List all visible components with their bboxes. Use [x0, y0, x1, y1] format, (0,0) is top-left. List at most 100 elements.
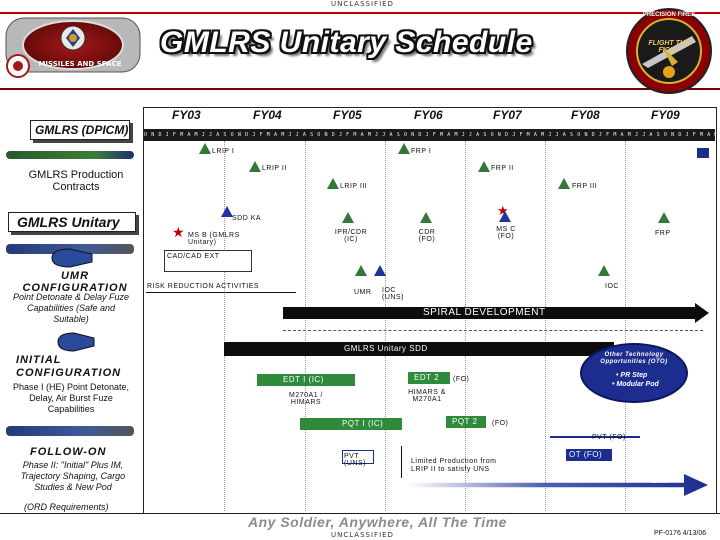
pqt2-fo-label: (FO)	[492, 420, 509, 427]
cad-label: CAD/CAD EXT	[167, 253, 220, 260]
month-row: O N D J F M A M J J A S O N D J F M A M …	[144, 129, 715, 141]
footer-rule	[0, 513, 720, 514]
umr-description: Point Detonate & Delay Fuze Capabilities…	[12, 292, 130, 324]
initial-munition-image	[54, 330, 98, 354]
umr-title: UMR CONFIGURATION	[22, 270, 128, 294]
ot-fo-bar: OT (FO)	[566, 449, 612, 461]
year-gridline	[305, 141, 306, 511]
logo-right-text-2: FLIGHT THE FIGHT	[648, 40, 690, 54]
lrip2-label: LRIP II	[262, 165, 287, 172]
milestone-cdr-marker	[420, 212, 432, 223]
cad-box: CAD/CAD EXT	[164, 250, 252, 272]
dpicm-label: GMLRS (DPICM)	[35, 123, 129, 137]
milestone-frp1-marker	[398, 143, 410, 154]
ioc-uns-label: IOC (UNS)	[382, 287, 404, 302]
year-gridline	[625, 141, 626, 511]
milestone-frp3-marker	[558, 178, 570, 189]
logo-right-text: PRECISION FIRES	[642, 12, 696, 18]
spiral-dashed-line	[283, 330, 703, 331]
sdd-ka-label: SDD KA	[232, 215, 262, 222]
fy-label: FY09	[651, 108, 680, 122]
ipr-label: IPR/CDR (IC)	[334, 229, 368, 244]
fy-label: FY08	[571, 108, 600, 122]
document-id: PF-0176 4/13/06	[654, 530, 707, 537]
lrip-arrow-label: LRIP	[652, 476, 672, 485]
pvt-uns-box	[342, 450, 374, 464]
lrip1-label: LRIP I	[212, 148, 235, 155]
lrip3-label: LRIP III	[340, 183, 368, 190]
unitary-box: GMLRS Unitary	[8, 212, 136, 232]
pqt1-bar: PQT I (IC)	[300, 418, 402, 430]
umr-label: UMR	[354, 289, 372, 296]
unitary-label: GMLRS Unitary	[17, 214, 120, 230]
milestone-lrip2-marker	[249, 161, 261, 172]
followon-description: Phase II: "Initial" Plus IM, Trajectory …	[20, 460, 126, 492]
sdd-label: GMLRS Unitary SDD	[344, 344, 428, 353]
header-rule-bottom	[0, 88, 720, 90]
pvt-uns-label: PVT (UNS)	[344, 453, 366, 468]
spiral-development-bar: SPIRAL DEVELOPMENT	[283, 307, 695, 319]
pqt2-bar: PQT 2	[446, 416, 486, 428]
milestone-ipr-marker	[342, 212, 354, 223]
logo-right: PRECISION FIRES FLIGHT THE FIGHT	[622, 6, 716, 96]
ioc-label: IOC	[605, 283, 619, 290]
msc-star-icon: ★	[497, 203, 509, 218]
spiral-label: SPIRAL DEVELOPMENT	[423, 307, 546, 318]
milestone-lrip3-marker	[327, 178, 339, 189]
classification-top: UNCLASSIFIED	[331, 0, 394, 8]
classification-bottom: UNCLASSIFIED	[331, 531, 394, 539]
limited-production-note: Limited Production from LRIP II to satis…	[411, 458, 497, 473]
cdr-label: CDR (FO)	[418, 229, 436, 244]
frp-label: FRP	[655, 230, 671, 237]
fy-label: FY05	[333, 108, 362, 122]
pqt1-label: PQT I (IC)	[342, 419, 384, 428]
logo-left-text: MISSILES AND SPACE	[38, 60, 122, 68]
ot-fo-label: OT (FO)	[569, 450, 603, 459]
limited-prod-marker-line	[401, 446, 402, 478]
initial-description: Phase I (HE) Point Detonate, Delay, Air …	[12, 382, 130, 414]
pvt-fo-line	[550, 436, 640, 438]
edt2-fo-label: (FO)	[453, 376, 470, 383]
frp3-label: FRP III	[572, 183, 598, 190]
fy-label: FY03	[172, 108, 201, 122]
year-gridline	[224, 141, 225, 511]
other-tech-heading: Other Technology Opportunities (OTO)	[600, 352, 668, 366]
spiral-arrowhead	[695, 303, 709, 323]
other-tech-item: • PR Step	[616, 372, 648, 379]
fy-label: FY04	[253, 108, 282, 122]
missile-followon-image	[6, 426, 134, 436]
umr-munition-image	[48, 246, 98, 270]
risk-reduction-label: RISK REDUCTION ACTIVITIES	[147, 283, 260, 290]
pvt-fo-label: PVT (FO)	[592, 434, 626, 441]
milestone-lrip1-marker	[199, 143, 211, 154]
edt1-bar: EDT I (IC)	[257, 374, 355, 386]
edt1-platform: M270A1 / HIMARS	[289, 392, 323, 407]
frp1-label: FRP I	[411, 148, 432, 155]
msb-label: MS B (GMLRS Unitary)	[188, 232, 240, 247]
edt2-label: EDT 2	[414, 373, 440, 382]
edt2-platform: HIMARS & M270A1	[408, 389, 446, 404]
production-label: GMLRS Production Contracts	[28, 169, 124, 193]
slogan: Any Soldier, Anywhere, All The Time	[248, 514, 507, 530]
milestone-sdd-ka-marker	[221, 206, 233, 217]
sdd-bar: GMLRS Unitary SDD	[224, 342, 614, 356]
milestone-frp2-marker	[478, 161, 490, 172]
page-title: GMLRS Unitary Schedule	[160, 26, 533, 59]
followon-title: FOLLOW-ON	[30, 446, 107, 458]
logo-left: MISSILES AND SPACE	[4, 14, 142, 84]
msb-star-icon: ★	[172, 224, 185, 240]
milestone-ioc-uns-marker	[374, 265, 386, 276]
milestone-ioc-marker	[598, 265, 610, 276]
header-rule-top	[0, 12, 720, 14]
milestone-umr-marker	[355, 265, 367, 276]
frp1-end-marker	[697, 148, 709, 158]
pqt2-label: PQT 2	[452, 417, 478, 426]
other-tech-item: • Modular Pod	[612, 381, 659, 388]
frp2-label: FRP II	[491, 165, 514, 172]
initial-title: INITIAL CONFIGURATION	[16, 354, 122, 380]
fy-label: FY06	[414, 108, 443, 122]
year-gridline	[385, 141, 386, 511]
milestone-msc-marker	[499, 211, 511, 222]
year-gridline	[545, 141, 546, 511]
ord-requirements: (ORD Requirements)	[24, 502, 109, 512]
